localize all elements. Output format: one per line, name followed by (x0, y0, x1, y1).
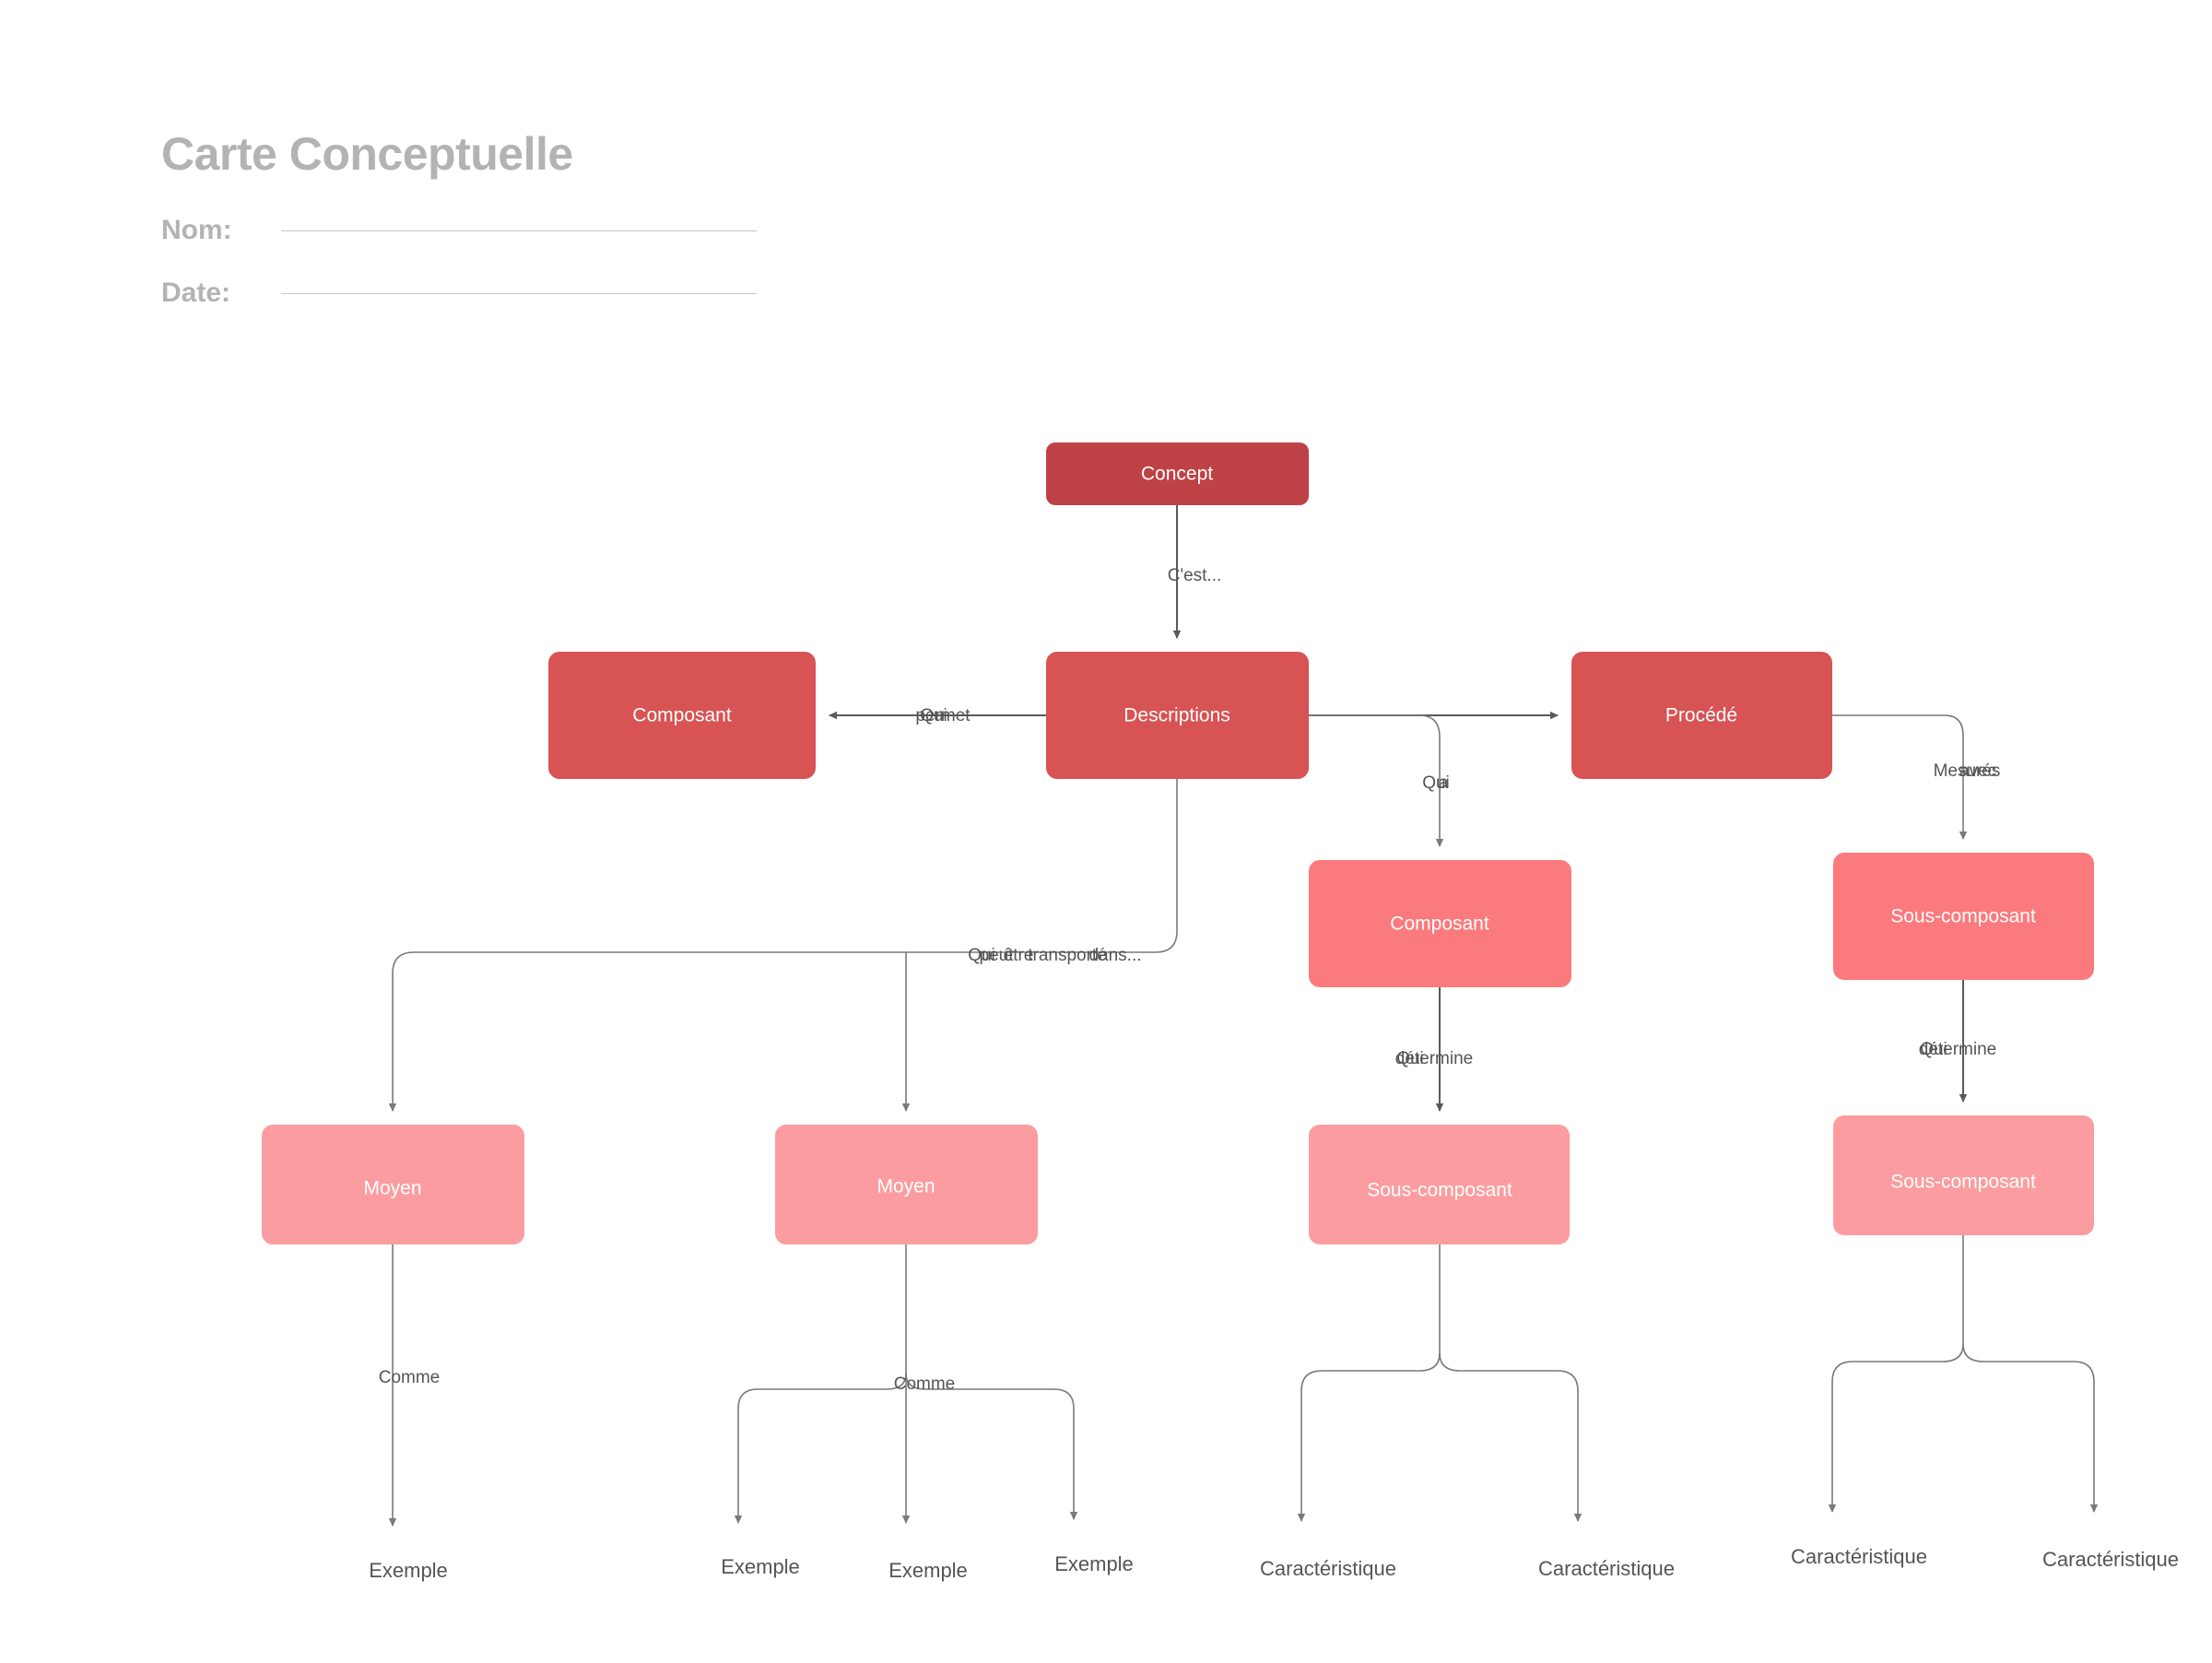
node-sous-composant-3[interactable]: Sous-composant (1833, 1115, 2094, 1235)
edge-label-qui-3: Qui (968, 946, 995, 965)
node-sous-composant-1[interactable]: Sous-composant (1833, 853, 2094, 980)
node-label-moyen-1: Moyen (363, 1178, 421, 1199)
leaf-exemple-3: Exemple (888, 1559, 968, 1582)
edge-label-a: a (1439, 773, 1449, 793)
edge-label-etre: être (1004, 946, 1034, 965)
node-descriptions[interactable]: Descriptions (1046, 652, 1309, 779)
edge-procede-souscomp1 (1832, 714, 1968, 840)
leaf-exemple-1: Exemple (369, 1559, 448, 1582)
node-label-moyen-2: Moyen (877, 1176, 935, 1197)
edge-moyen2-ex2 (734, 1373, 907, 1524)
field-row-date: Date: (161, 277, 991, 309)
node-label-procede: Procédé (1665, 705, 1737, 726)
edge-label-transporte: transporté (1028, 946, 1107, 965)
date-input-line[interactable] (281, 292, 757, 294)
page-title: Carte Conceptuelle (161, 128, 573, 180)
edge-label-mesures: Mesurés (1934, 761, 2001, 781)
node-label-sous-composant-2: Sous-composant (1367, 1180, 1512, 1201)
edge-label-peut: peut (980, 946, 1015, 965)
node-label-composant-2: Composant (1390, 914, 1489, 935)
node-label-descriptions: Descriptions (1124, 705, 1230, 726)
leaf-caracteristique-2: Caractéristique (1538, 1557, 1675, 1580)
node-label-sous-composant-1: Sous-composant (1890, 906, 2036, 927)
leaf-exemple-4: Exemple (1054, 1552, 1134, 1575)
edge-label-qui-4: Qui (1396, 1049, 1424, 1068)
nom-label: Nom: (161, 215, 232, 245)
leaf-exemple-2: Exemple (721, 1555, 800, 1578)
edge-label-qui-5: Qui (1920, 1040, 1947, 1059)
edge-label-comme-1: Comme (379, 1368, 441, 1387)
leaf-caracteristique-1: Caractéristique (1260, 1557, 1396, 1580)
leaf-caracteristique-4: Caractéristique (2042, 1548, 2179, 1571)
edge-souscomp3-car3 (1828, 1343, 1964, 1513)
edge-label-qui-1: Qui (920, 706, 947, 725)
node-composant-2[interactable]: Composant (1309, 860, 1571, 987)
node-moyen-1[interactable]: Moyen (262, 1125, 524, 1244)
nom-input-line[interactable] (281, 230, 757, 231)
edge-label-dans: dans... (1088, 946, 1141, 965)
node-procede[interactable]: Procédé (1571, 652, 1832, 779)
edge-label-avec: avec (1959, 761, 1996, 781)
node-moyen-2[interactable]: Moyen (775, 1125, 1038, 1244)
date-label: Date: (161, 277, 231, 308)
node-label-composant-1: Composant (632, 705, 732, 726)
edge-label-permet: permet (915, 706, 971, 725)
edge-label-qui-2: Qui (1422, 773, 1450, 793)
edge-moyen2-ex4 (905, 1373, 1078, 1520)
node-label-concept: Concept (1141, 464, 1213, 485)
edge-label-determine-2: détermine (1919, 1040, 1997, 1059)
node-label-sous-composant-3: Sous-composant (1890, 1172, 2036, 1193)
edge-label-comme-2: Comme (894, 1374, 956, 1394)
edge-label-determine-1: détermine (1395, 1049, 1474, 1068)
leaf-caracteristique-3: Caractéristique (1791, 1545, 1927, 1568)
edge-label-cest: C'est... (1168, 566, 1222, 585)
worksheet-header: Carte Conceptuelle Nom: Date: (161, 129, 991, 309)
edge-descriptions-moyen-bus (388, 779, 1178, 1112)
edge-souscomp3-car4 (1962, 1343, 2099, 1513)
edge-descriptions-composant2 (1309, 714, 1444, 847)
field-row-nom: Nom: (161, 215, 991, 246)
node-sous-composant-2[interactable]: Sous-composant (1309, 1125, 1570, 1244)
node-composant-1[interactable]: Composant (548, 652, 816, 779)
edge-souscomp2-car1 (1297, 1352, 1441, 1522)
edge-souscomp2-car2 (1439, 1352, 1583, 1522)
node-concept[interactable]: Concept (1046, 442, 1309, 505)
